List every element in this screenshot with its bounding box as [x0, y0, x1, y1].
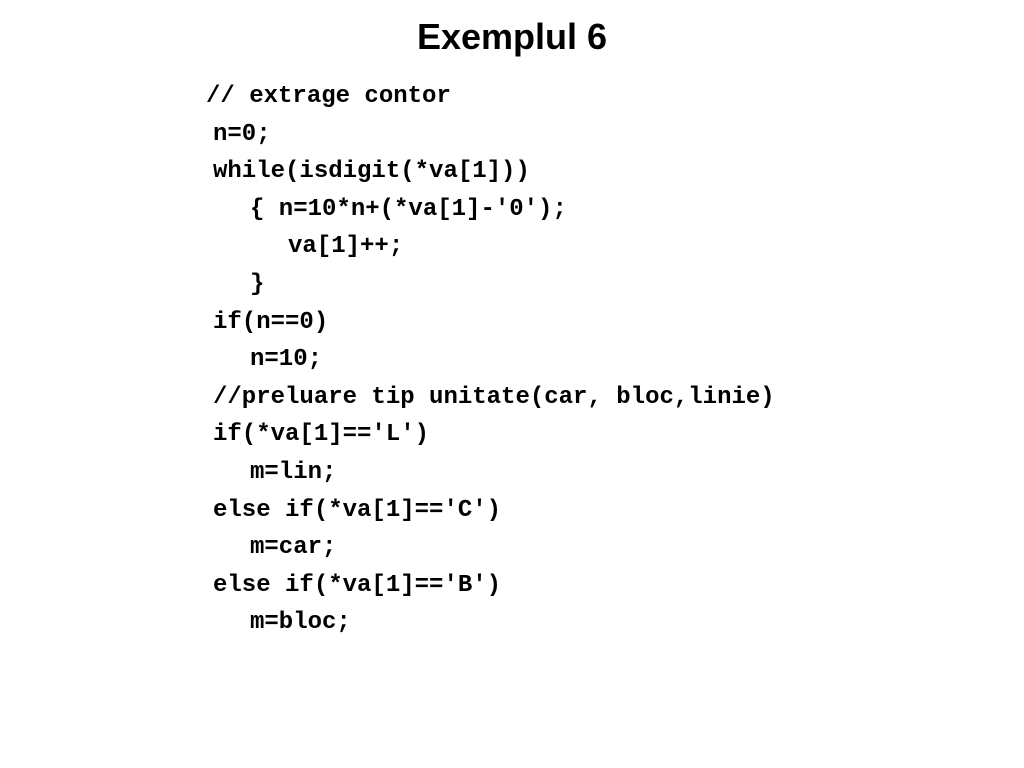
code-line: va[1]++; — [288, 233, 404, 261]
code-line: m=bloc; — [250, 609, 351, 637]
code-line: else if(*va[1]=='B') — [213, 571, 502, 599]
code-line: if(n==0) — [213, 308, 329, 336]
code-line: // extrage contor — [206, 83, 451, 110]
code-line: if(*va[1]=='L') — [213, 421, 430, 449]
slide-title: Exemplul 6 — [416, 16, 608, 57]
code-line: m=lin; — [250, 459, 337, 486]
code-line: while(isdigit(*va[1])) — [213, 158, 530, 186]
code-line: n=0; — [213, 120, 271, 148]
code-line: else if(*va[1]=='C') — [213, 496, 502, 524]
code-line: n=10; — [250, 346, 323, 374]
code-line: } — [250, 271, 265, 298]
code-line: { n=10*n+(*va[1]-'0'); — [250, 195, 567, 223]
code-line: //preluare tip unitate(car, bloc,linie) — [213, 383, 775, 411]
code-line: m=car; — [250, 534, 337, 562]
